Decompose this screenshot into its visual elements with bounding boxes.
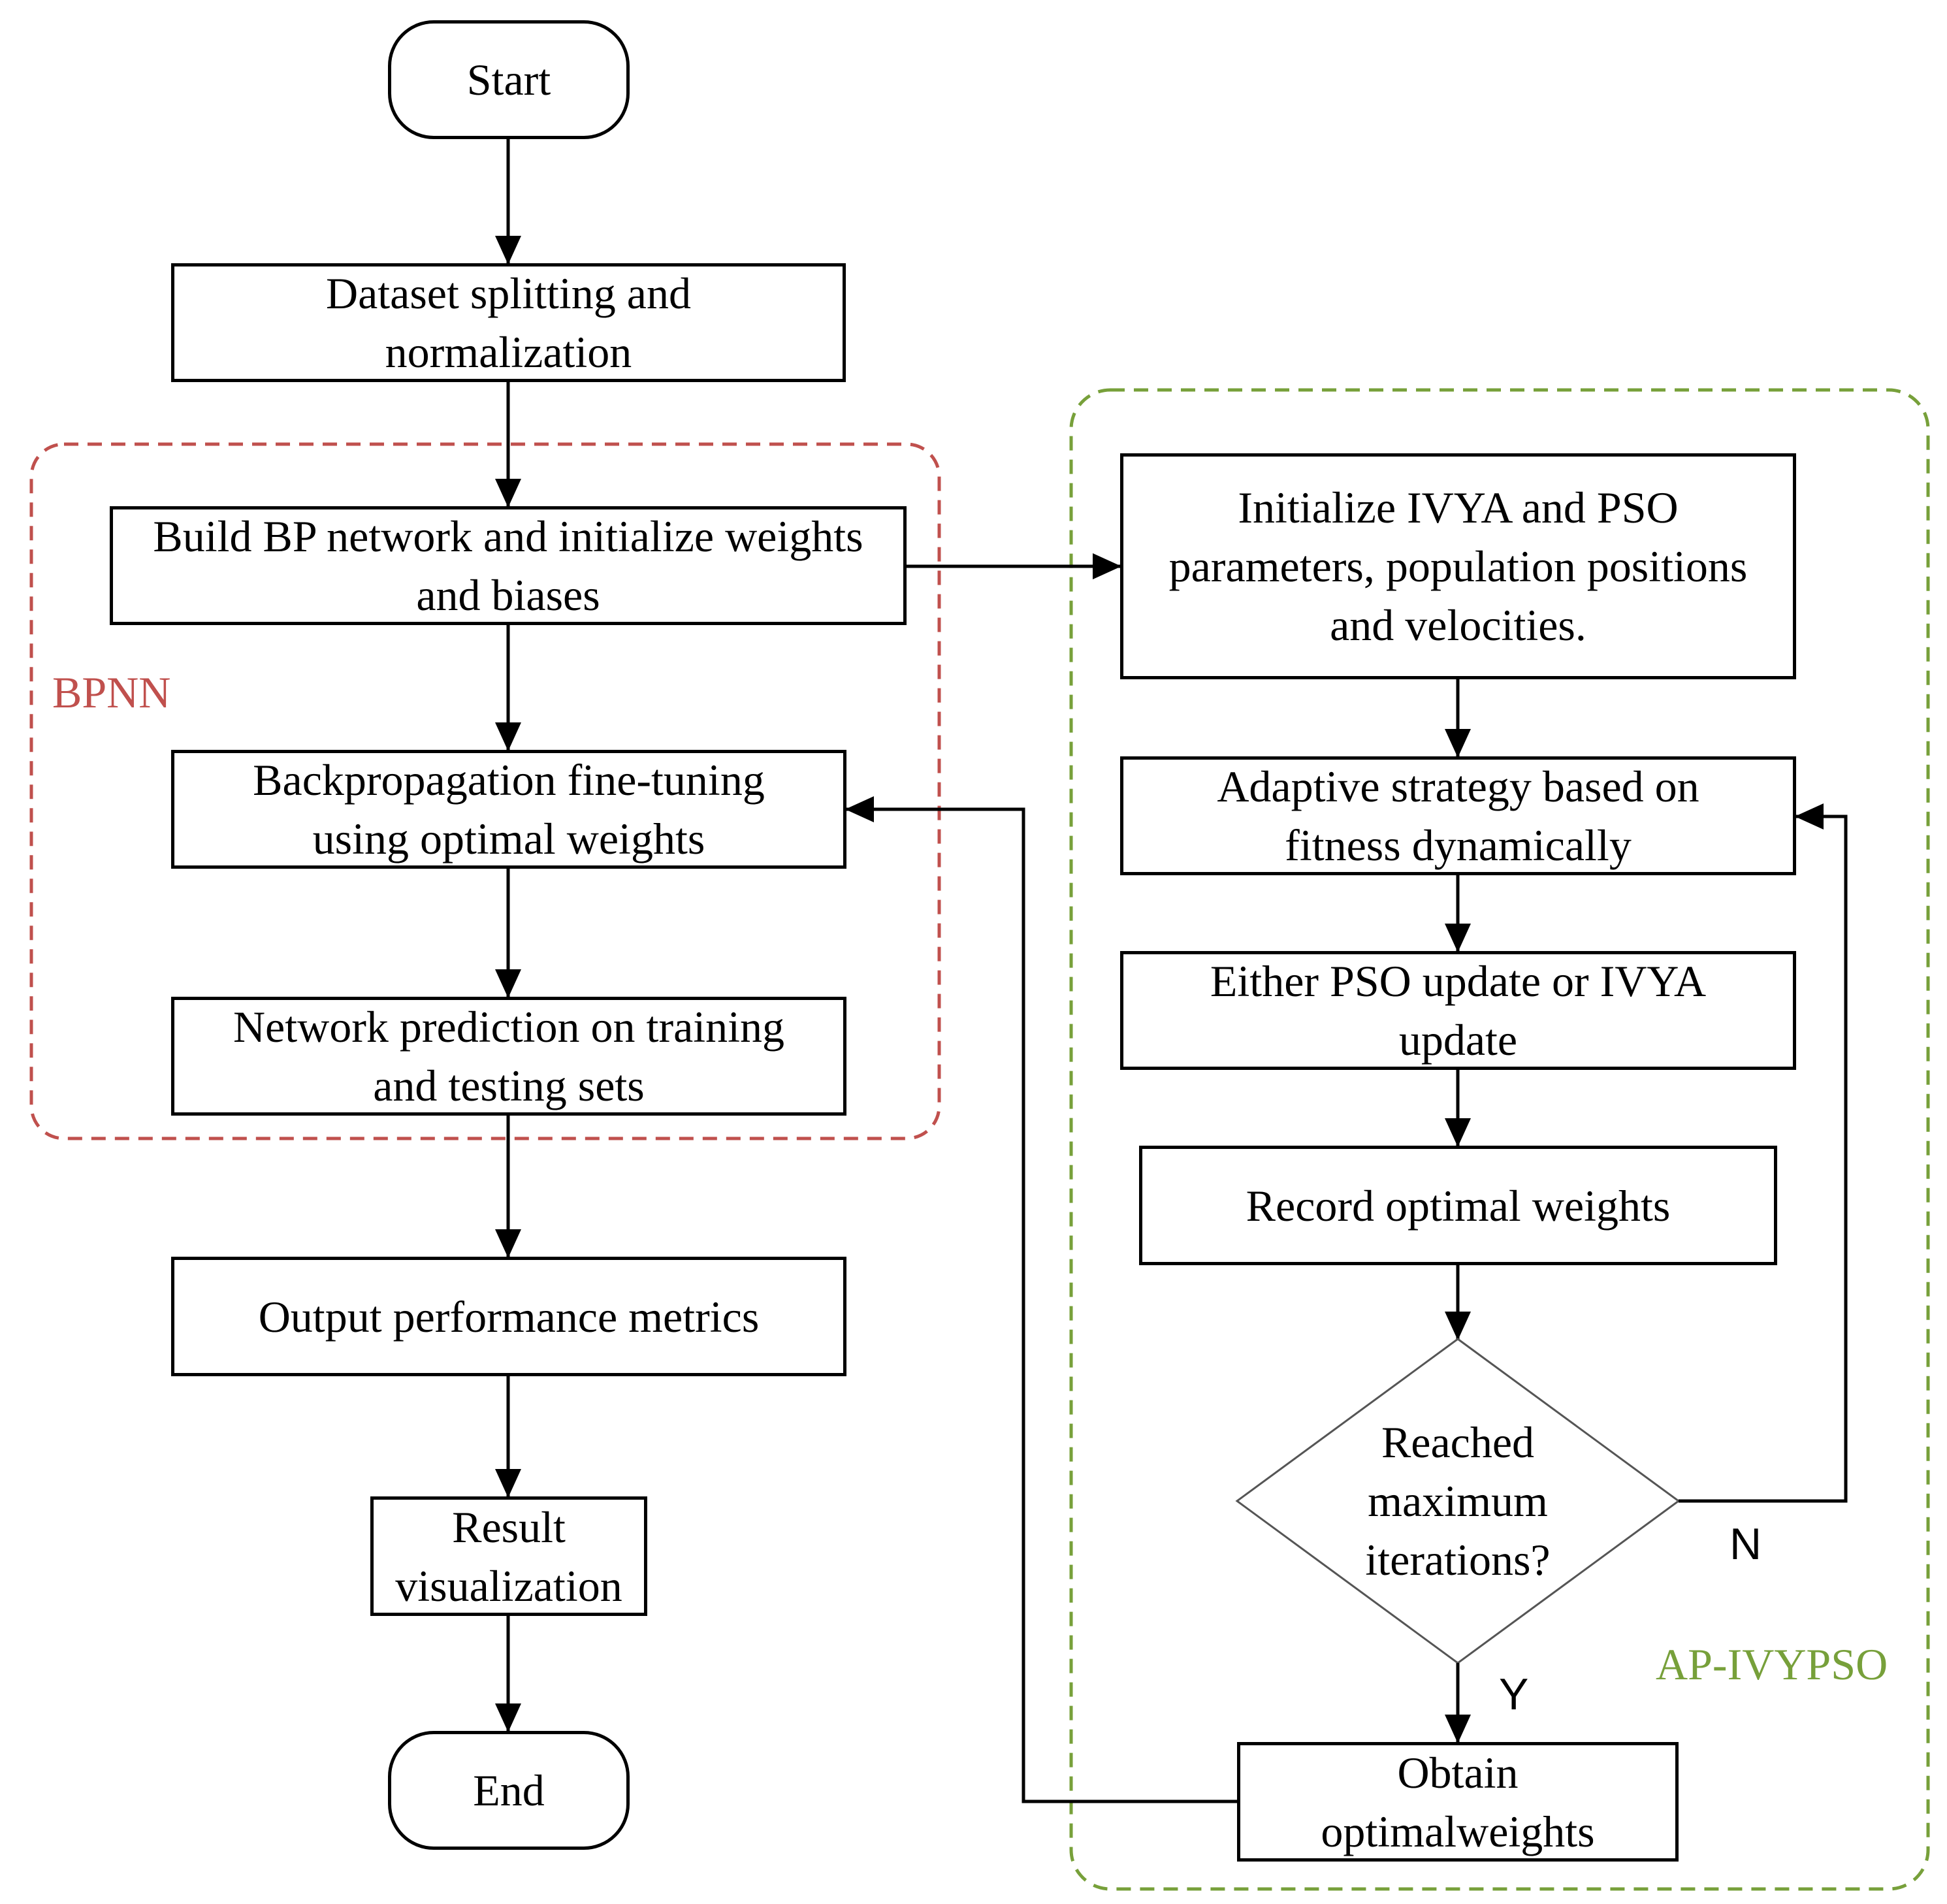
build-node: Build BP network and initialize weights … — [110, 506, 907, 625]
arrow-decision-no-to-adaptive — [1679, 803, 1848, 1503]
obtain-node: Obtain optimalweights — [1237, 1742, 1679, 1862]
end-label: End — [473, 1766, 545, 1815]
either-node: Either PSO update or IVYA update — [1120, 951, 1796, 1070]
backprop-label: Backpropagation fine-tuning using optima… — [253, 755, 765, 863]
arrow-obtain-to-backprop — [845, 796, 1237, 1803]
end-node: End — [388, 1731, 630, 1850]
edge-label-no: N — [1730, 1519, 1762, 1569]
edge-label-yes: Y — [1499, 1670, 1529, 1719]
adaptive-label: Adaptive strategy based on fitness dynam… — [1217, 762, 1699, 870]
predict-label: Network prediction on training and testi… — [233, 1002, 785, 1110]
result-node: Result visualization — [370, 1496, 647, 1616]
init-node: Initialize IVYA and PSO parameters, popu… — [1120, 453, 1796, 679]
start-label: Start — [466, 55, 551, 105]
apivypso-group-label: AP-IVYPSO — [1656, 1639, 1888, 1689]
decision-label: Reached maximum iterations? — [1365, 1417, 1551, 1585]
backprop-node: Backpropagation fine-tuning using optima… — [171, 750, 846, 869]
record-label: Record optimal weights — [1246, 1180, 1671, 1231]
bpnn-group-box — [29, 442, 941, 1140]
either-label: Either PSO update or IVYA update — [1210, 956, 1707, 1065]
dataset-label: Dataset splitting and normalization — [325, 268, 691, 377]
dataset-node: Dataset splitting and normalization — [171, 263, 846, 382]
obtain-label: Obtain optimalweights — [1321, 1747, 1595, 1856]
output-node: Output performance metrics — [171, 1257, 846, 1376]
result-label: Result visualization — [395, 1502, 622, 1611]
output-label: Output performance metrics — [258, 1291, 760, 1342]
predict-node: Network prediction on training and testi… — [171, 997, 846, 1116]
adaptive-node: Adaptive strategy based on fitness dynam… — [1120, 756, 1796, 875]
build-label: Build BP network and initialize weights … — [153, 511, 863, 620]
apivypso-group-box — [1069, 388, 1930, 1891]
record-node: Record optimal weights — [1139, 1146, 1777, 1265]
init-label: Initialize IVYA and PSO parameters, popu… — [1168, 483, 1748, 650]
start-node: Start — [388, 20, 630, 139]
bpnn-group-label: BPNN — [52, 668, 171, 717]
